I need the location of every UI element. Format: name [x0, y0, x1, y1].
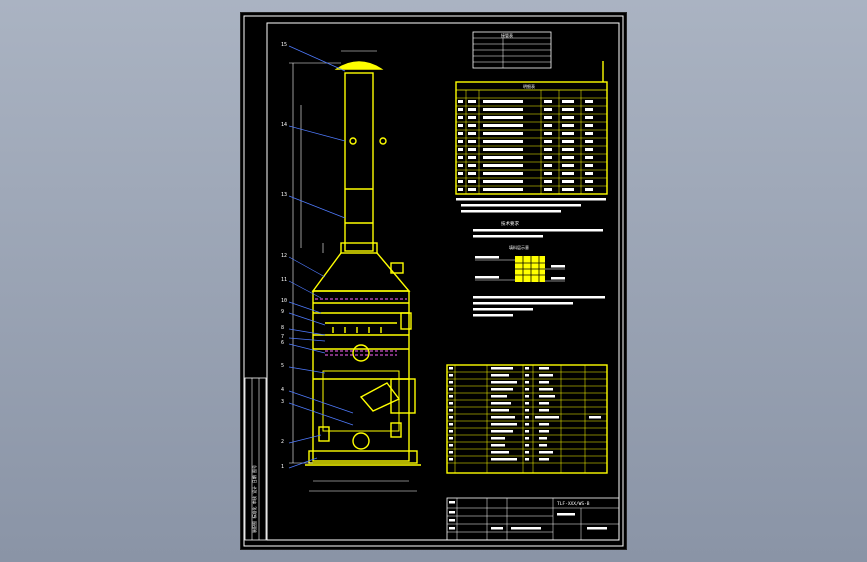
- drawing-number: TLF-XXX/WS-B: [557, 501, 590, 507]
- part-number: 9: [281, 309, 284, 315]
- part-number: 11: [281, 277, 287, 283]
- nozzle-table: 明细表: [455, 61, 608, 195]
- manhole-upper: [352, 344, 370, 362]
- leader-lines: [288, 45, 354, 469]
- top-table-title: 接管表: [501, 32, 513, 38]
- dimension-lines: [289, 50, 417, 492]
- outer-border: [243, 15, 624, 547]
- detail-title: 填料层示意: [509, 244, 529, 250]
- nozzle-table-title: 明细表: [523, 83, 535, 89]
- tower-base: [308, 450, 418, 464]
- technical-notes: 技术要求 填料层示意: [456, 198, 606, 317]
- rain-cap: [334, 61, 384, 70]
- parts-list: [446, 364, 608, 474]
- left-strip: [244, 377, 267, 541]
- part-number: 8: [281, 325, 284, 331]
- inlet-box: [390, 378, 416, 414]
- title-block: TLF-XXX/WS-B: [446, 497, 620, 541]
- exhaust-stack: [344, 72, 374, 252]
- part-number: 1: [281, 464, 284, 470]
- drawing-sheet: 装配图 标准化 审核 设计 日期 图号: [241, 13, 626, 549]
- tower: [305, 61, 421, 466]
- part-number: 4: [281, 387, 284, 393]
- part-number: 14: [281, 122, 287, 128]
- part-number: 13: [281, 192, 287, 198]
- part-number: 2: [281, 439, 284, 445]
- part-number: 6: [281, 340, 284, 346]
- top-parameter-table: 接管表: [472, 31, 552, 69]
- stack-flange: [340, 242, 378, 254]
- packing-lines: [315, 298, 407, 356]
- part-number: 12: [281, 253, 287, 259]
- manhole-lower: [352, 432, 370, 450]
- cad-drawing: 装配图 标准化 审核 设计 日期 图号: [243, 15, 624, 547]
- inner-border: [266, 22, 620, 541]
- strip-text: 装配图 标准化 审核 设计 日期 图号: [251, 465, 257, 533]
- part-number: 5: [281, 363, 284, 369]
- inlet-duct: [359, 382, 401, 412]
- part-number: 10: [281, 298, 287, 304]
- part-number: 15: [281, 42, 287, 48]
- tower-body: [312, 290, 410, 462]
- notes-title: 技术要求: [501, 220, 519, 227]
- transition-cone: [311, 252, 411, 292]
- part-number: 3: [281, 399, 284, 405]
- part-number-labels: 15 14 13 12 11 10 9 8 7 6 5 4 3 2 1: [281, 42, 287, 470]
- part-number: 7: [281, 334, 284, 340]
